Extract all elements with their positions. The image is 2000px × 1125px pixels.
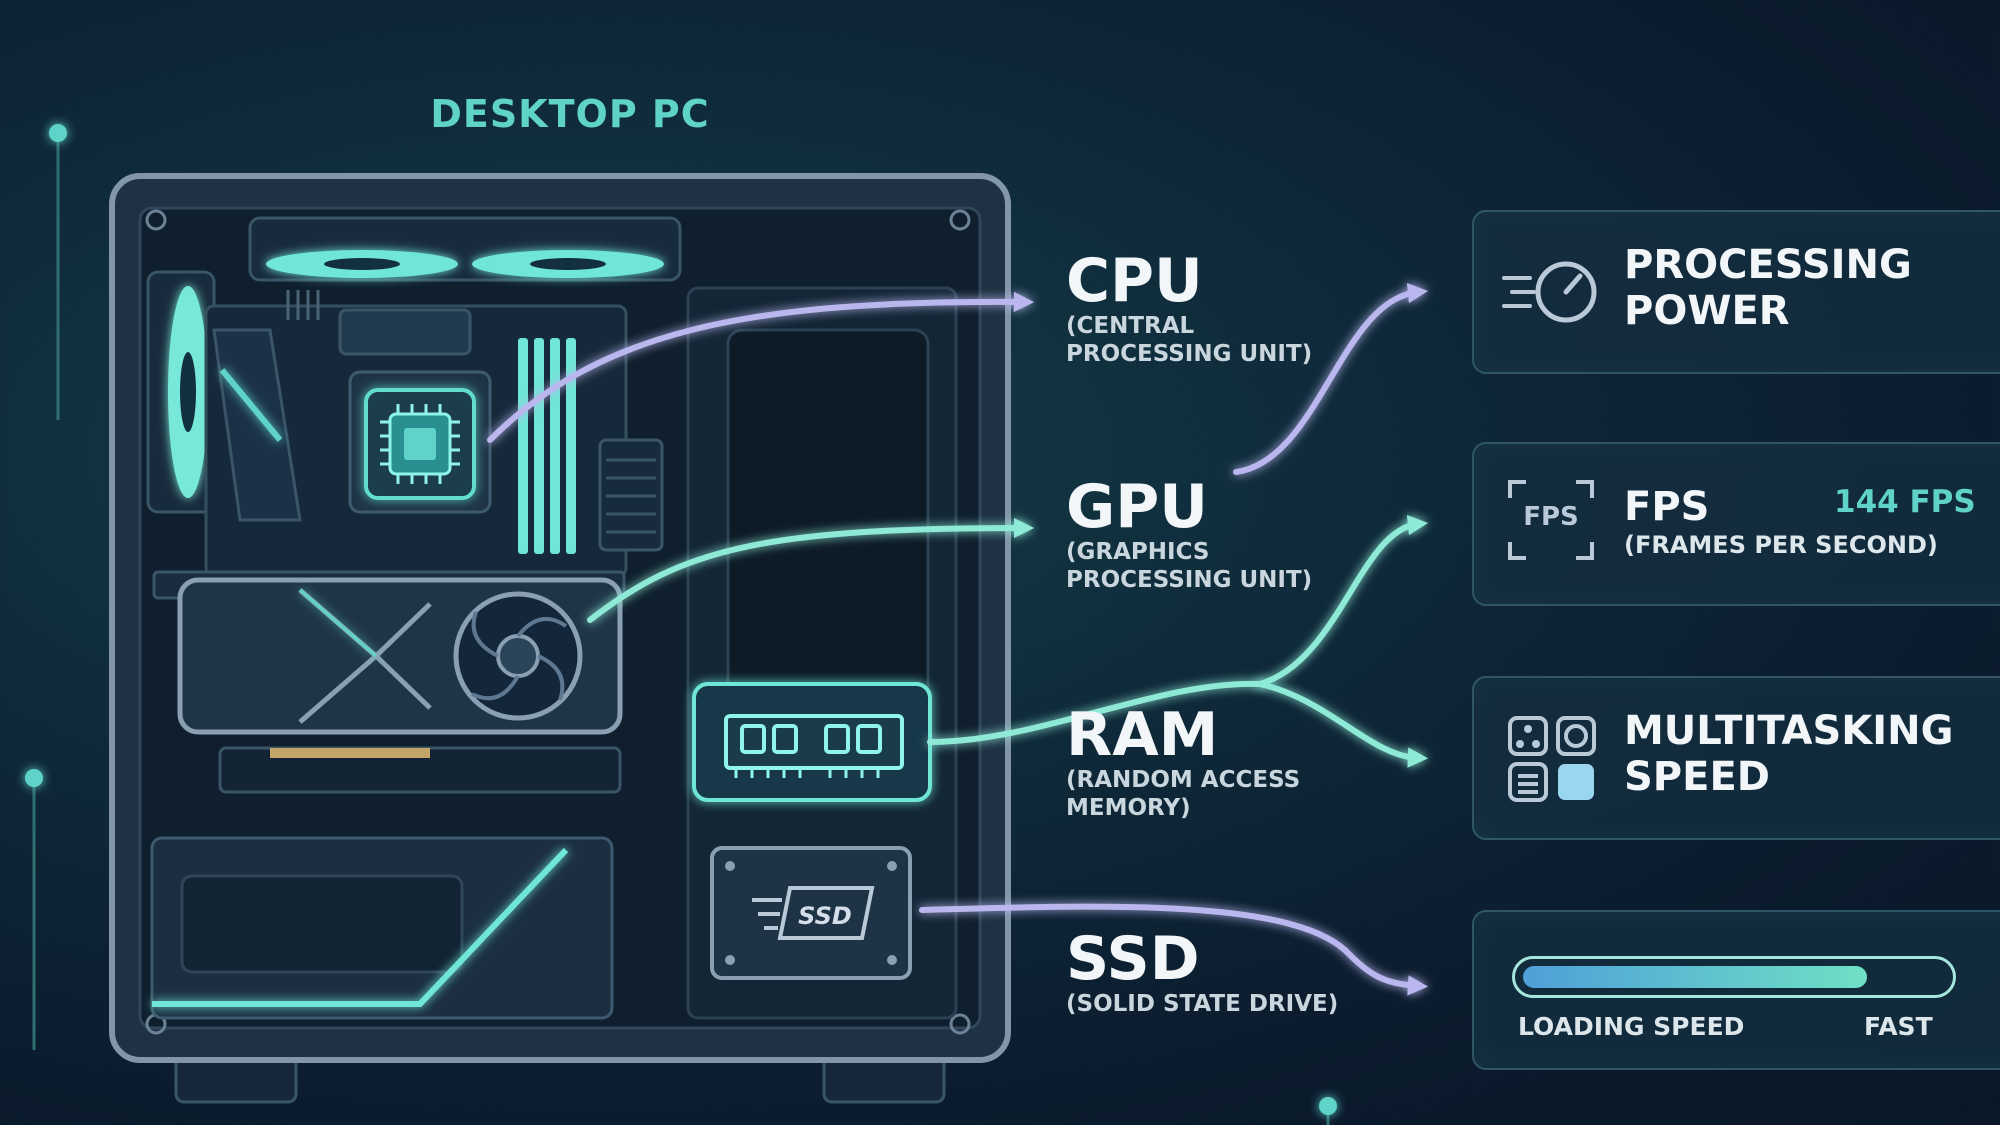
connector-ram [927, 680, 1263, 745]
ssd-description-line-1: (SOLID STATE DRIVE) [1066, 991, 1339, 1017]
panel-processing-power: PROCESSING POWER [1472, 210, 2000, 374]
fps-title: FPS [1624, 484, 1710, 530]
ram-module [692, 682, 932, 802]
power-connector [598, 438, 664, 552]
fps-subtitle: (FRAMES PER SECOND) [1624, 531, 1938, 559]
component-connectors [487, 291, 1429, 996]
label-gpu: GPU (GRAPHICS PROCESSING UNIT) [1066, 476, 1376, 594]
graphics-card [152, 570, 626, 794]
loading-speed-bar-fill [1523, 966, 1867, 988]
connector-ssd [919, 903, 1429, 996]
ram-name: RAM [1066, 700, 1219, 770]
multitasking-line-2: SPEED [1624, 754, 1770, 800]
multitasking-line-1: MULTITASKING [1624, 708, 1954, 754]
ssd-description: (SOLID STATE DRIVE) [1066, 990, 1376, 1018]
ram-description: (RANDOM ACCESS MEMORY) [1066, 766, 1376, 822]
panel-loading-speed: LOADING SPEED FAST [1472, 910, 2000, 1070]
panel-multitasking-speed: MULTITASKING SPEED [1472, 676, 2000, 840]
speedometer-icon [1502, 261, 1597, 323]
outcome-connectors [1233, 282, 1429, 768]
multitasking-text: MULTITASKING SPEED [1624, 708, 1953, 800]
loading-speed-fast-label: FAST [1864, 1012, 1933, 1041]
label-cpu: CPU (CENTRAL PROCESSING UNIT) [1066, 250, 1376, 368]
fps-frame-icon: FPS [1508, 480, 1594, 560]
cpu-description-line-1: (CENTRAL [1066, 313, 1195, 339]
cpu-description-line-2: PROCESSING UNIT) [1066, 341, 1313, 367]
loading-speed-label: LOADING SPEED [1518, 1012, 1745, 1041]
top-fans [248, 216, 682, 282]
cpu-name: CPU [1066, 246, 1203, 316]
ssd-drive: SSD [710, 846, 912, 980]
connector-processing [1233, 282, 1429, 475]
ram-slots [518, 338, 576, 554]
connector-fps [1257, 514, 1429, 687]
ssd-chip-label: SSD [798, 902, 852, 930]
fps-value-badge: 144 FPS [1834, 484, 1976, 520]
decorative-guide-lines [25, 124, 1337, 1125]
ram-description-line-2: MEMORY) [1066, 795, 1191, 821]
ssd-name: SSD [1066, 924, 1200, 994]
diagram-title: DESKTOP PC [430, 92, 710, 136]
rear-fan [146, 270, 216, 514]
processing-line-1: PROCESSING [1624, 242, 1912, 288]
cpu-socket [348, 370, 492, 514]
gpu-description-line-2: PROCESSING UNIT) [1066, 567, 1313, 593]
processing-power-text: PROCESSING POWER [1624, 242, 1912, 334]
cpu-description: (CENTRAL PROCESSING UNIT) [1066, 312, 1376, 368]
label-ssd: SSD (SOLID STATE DRIVE) [1066, 928, 1376, 1018]
label-ram: RAM (RANDOM ACCESS MEMORY) [1066, 704, 1376, 822]
panel-fps: FPS FPS (FRAMES PER SECOND) 144 FPS [1472, 442, 2000, 606]
gpu-name: GPU [1066, 472, 1208, 542]
connector-multitasking [1257, 681, 1429, 768]
ram-description-line-1: (RANDOM ACCESS [1066, 767, 1301, 793]
connector-gpu [587, 517, 1035, 623]
connector-cpu [487, 291, 1035, 443]
fps-icon-label: FPS [1523, 502, 1579, 532]
app-grid-icon [1508, 716, 1596, 802]
fps-text: FPS (FRAMES PER SECOND) [1624, 484, 1938, 560]
processing-line-2: POWER [1624, 288, 1790, 334]
gpu-description: (GRAPHICS PROCESSING UNIT) [1066, 538, 1376, 594]
gpu-description-line-1: (GRAPHICS [1066, 539, 1210, 565]
loading-speed-bar [1512, 956, 1956, 998]
power-supply [150, 836, 614, 1020]
